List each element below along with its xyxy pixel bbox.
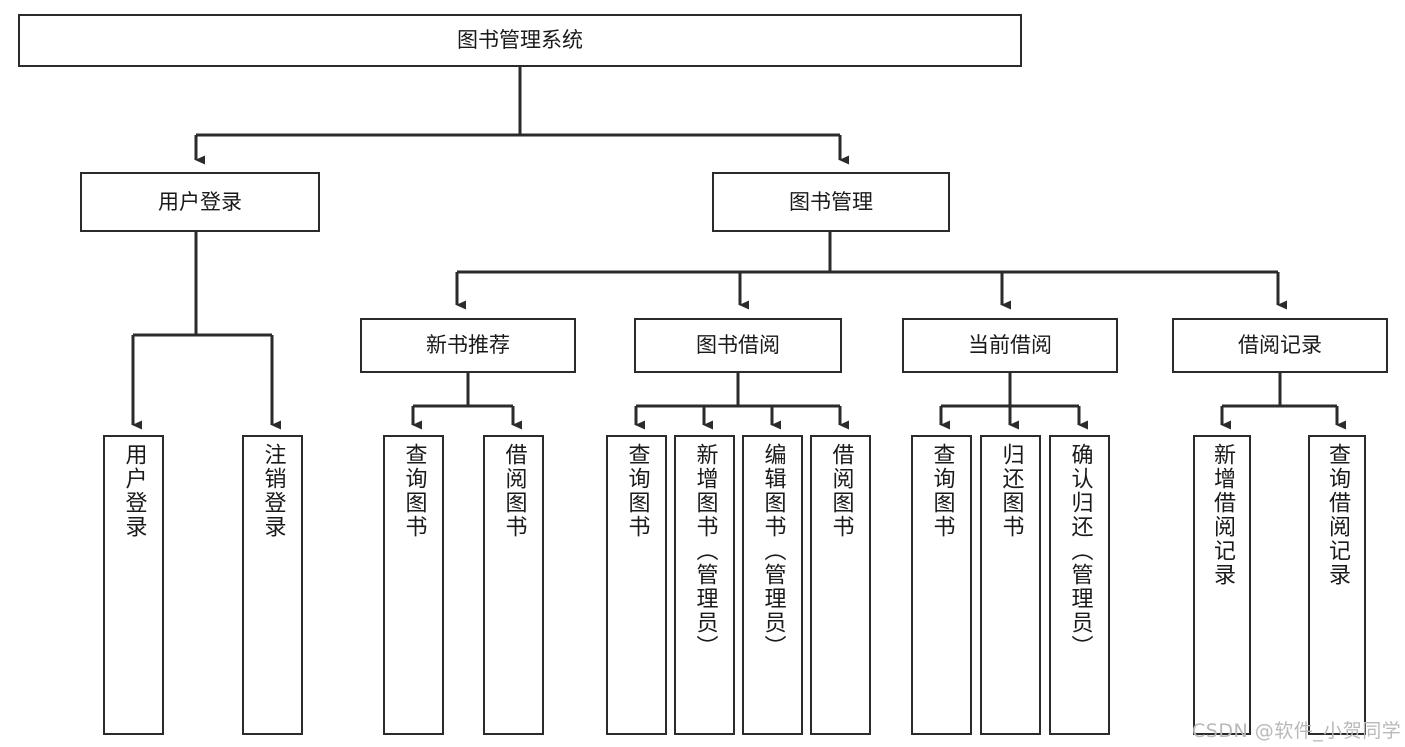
- node-book-borrow[interactable]: 图书借阅: [634, 318, 842, 373]
- node-label: 当前借阅: [968, 333, 1052, 358]
- node-label: 注销登录: [260, 443, 286, 539]
- node-label: 图书借阅: [696, 333, 780, 358]
- node-leaf-query-book-borrow[interactable]: 查询图书: [606, 435, 667, 735]
- node-new-book-recommend[interactable]: 新书推荐: [360, 318, 576, 373]
- node-book-management[interactable]: 图书管理: [712, 172, 950, 232]
- node-borrow-record[interactable]: 借阅记录: [1172, 318, 1388, 373]
- node-leaf-add-borrow-record[interactable]: 新增借阅记录: [1193, 435, 1251, 735]
- node-label: 借阅图书: [828, 443, 854, 539]
- node-current-borrow[interactable]: 当前借阅: [902, 318, 1118, 373]
- node-label: 借阅图书: [501, 443, 527, 539]
- node-leaf-borrow-book-recommend[interactable]: 借阅图书: [483, 435, 544, 735]
- node-label: 查询借阅记录: [1325, 443, 1350, 587]
- node-label: 图书管理: [789, 189, 873, 214]
- node-leaf-query-book-recommend[interactable]: 查询图书: [383, 435, 444, 735]
- node-label: 新增图书（管理员）: [692, 443, 718, 659]
- node-leaf-user-login[interactable]: 用户登录: [103, 435, 164, 735]
- node-label: 查询图书: [624, 443, 650, 539]
- node-label: 查询图书: [929, 443, 955, 539]
- node-label: 编辑图书（管理员）: [760, 443, 786, 659]
- node-label: 用户登录: [121, 443, 147, 539]
- node-leaf-query-borrow-record[interactable]: 查询借阅记录: [1308, 435, 1366, 735]
- node-leaf-query-book-current[interactable]: 查询图书: [911, 435, 972, 735]
- node-leaf-confirm-return-admin[interactable]: 确认归还（管理员）: [1049, 435, 1110, 735]
- node-leaf-edit-book-admin[interactable]: 编辑图书（管理员）: [742, 435, 803, 735]
- node-label: 归还图书: [998, 443, 1024, 539]
- node-label: 图书管理系统: [457, 28, 583, 53]
- node-label: 新书推荐: [426, 333, 510, 358]
- node-leaf-logout[interactable]: 注销登录: [242, 435, 303, 735]
- csdn-watermark: CSDN @软件_小贺同学: [1192, 720, 1402, 742]
- node-label: 借阅记录: [1238, 333, 1322, 358]
- node-label: 查询图书: [401, 443, 427, 539]
- node-label: 用户登录: [158, 189, 242, 214]
- node-label: 确认归还（管理员）: [1067, 443, 1093, 659]
- node-root-system[interactable]: 图书管理系统: [18, 14, 1022, 67]
- node-label: 新增借阅记录: [1210, 443, 1235, 587]
- node-leaf-add-book-admin[interactable]: 新增图书（管理员）: [674, 435, 735, 735]
- node-user-login[interactable]: 用户登录: [80, 172, 320, 232]
- node-leaf-borrow-book[interactable]: 借阅图书: [810, 435, 871, 735]
- node-leaf-return-book[interactable]: 归还图书: [980, 435, 1041, 735]
